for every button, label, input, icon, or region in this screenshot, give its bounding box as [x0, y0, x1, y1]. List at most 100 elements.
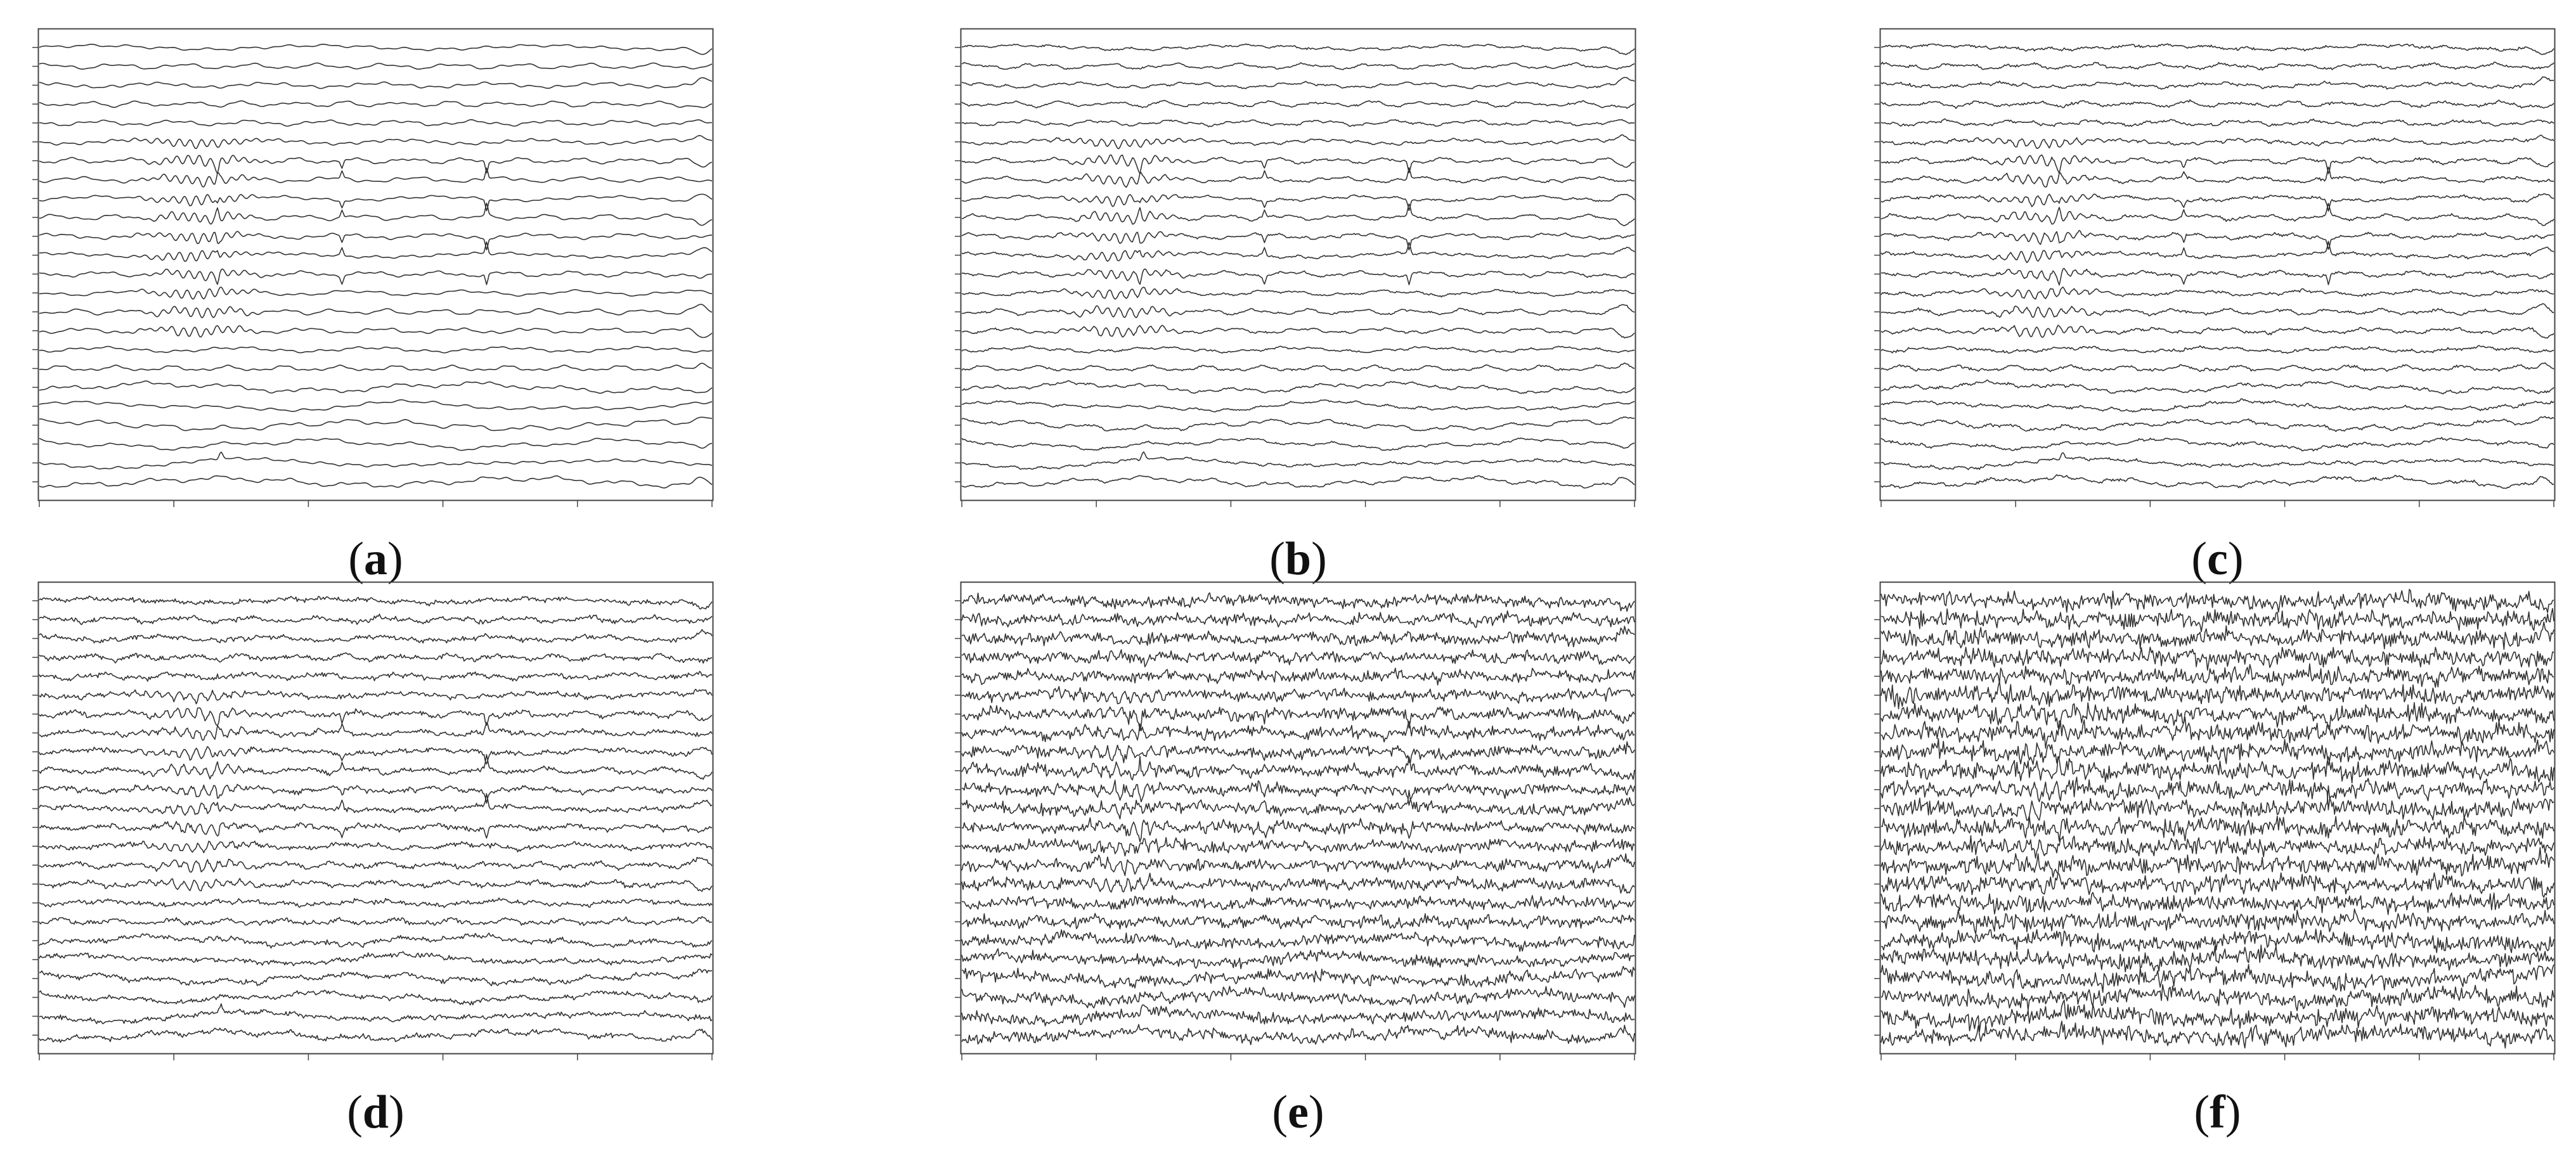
- eeg-channel-trace: [39, 100, 713, 108]
- eeg-channel-trace: [39, 135, 713, 150]
- eeg-channel-trace: [1880, 984, 2554, 1012]
- eeg-channel-trace: [1880, 203, 2554, 226]
- eeg-channel-trace: [1880, 362, 2554, 373]
- eeg-channel-trace: [961, 61, 1635, 70]
- eeg-channel-trace: [961, 686, 1635, 705]
- eeg-channel-trace: [961, 119, 1635, 127]
- eeg-channel-trace: [961, 780, 1635, 806]
- eeg-channel-trace: [1881, 929, 2554, 953]
- eeg-channel-trace: [1880, 118, 2554, 127]
- panel-caption-b: (b): [1269, 533, 1327, 585]
- eeg-channel-trace: [1880, 847, 2554, 878]
- plot-frame: [1879, 28, 2556, 501]
- eeg-channel-trace: [1880, 835, 2554, 859]
- eeg-plot-f: [1874, 581, 2556, 1060]
- eeg-channel-trace: [961, 756, 1635, 781]
- eeg-channel-trace: [1880, 756, 2554, 784]
- eeg-channel-trace: [39, 793, 713, 816]
- eeg-channel-trace: [961, 43, 1635, 55]
- panel-caption-e: (e): [1272, 1086, 1324, 1138]
- eeg-channel-trace: [961, 853, 1635, 877]
- eeg-channel-trace: [1880, 892, 2554, 915]
- eeg-channel-trace: [961, 790, 1635, 820]
- eeg-channel-trace: [39, 746, 713, 765]
- eeg-channel-trace: [39, 399, 713, 412]
- eeg-channel-trace: [39, 932, 713, 949]
- eeg-channel-trace: [39, 878, 713, 892]
- eeg-channel-trace: [1880, 345, 2554, 354]
- eeg-channel-trace: [1880, 908, 2554, 935]
- panel-caption-a: (a): [348, 533, 403, 585]
- eeg-channel-trace: [1880, 303, 2554, 318]
- eeg-channel-trace: [1880, 43, 2554, 55]
- eeg-plot-d: [32, 581, 714, 1060]
- eeg-channel-trace: [1880, 240, 2554, 264]
- eeg-channel-trace: [1880, 1000, 2554, 1032]
- eeg-channel-trace: [39, 1027, 713, 1043]
- eeg-channel-trace: [961, 268, 1635, 285]
- eeg-channel-trace: [961, 167, 1635, 188]
- eeg-channel-trace: [962, 325, 1635, 338]
- eeg-channel-trace: [39, 968, 713, 986]
- eeg-channel-trace: [1880, 154, 2554, 174]
- eeg-channel-trace: [961, 399, 1635, 413]
- eeg-channel-trace: [39, 119, 712, 127]
- eeg-channel-trace: [39, 325, 713, 338]
- eeg-channel-trace: [1880, 193, 2554, 212]
- eeg-channel-trace: [1880, 681, 2554, 710]
- panel-letter: d: [362, 1086, 389, 1138]
- eeg-channel-trace: [39, 707, 713, 726]
- eeg-channel-trace: [39, 363, 713, 371]
- eeg-channel-trace: [39, 652, 713, 664]
- eeg-channel-trace: [961, 649, 1635, 667]
- panel-caption-f: (f): [2194, 1086, 2241, 1138]
- eeg-channel-trace: [39, 821, 713, 839]
- eeg-channel-trace: [39, 268, 713, 285]
- eeg-channel-trace: [39, 62, 713, 70]
- eeg-channel-trace: [1880, 267, 2554, 286]
- eeg-channel-trace: [961, 872, 1635, 894]
- eeg-channel-trace: [39, 897, 713, 908]
- eeg-channel-trace: [961, 475, 1635, 489]
- eeg-channel-trace: [39, 437, 713, 451]
- eeg-channel-trace: [961, 437, 1635, 451]
- eeg-channel-trace: [961, 1024, 1635, 1045]
- eeg-channel-trace: [39, 304, 713, 318]
- eeg-channel-trace: [961, 345, 1635, 354]
- eeg-channel-trace: [39, 916, 712, 927]
- eeg-channel-trace: [961, 741, 1635, 764]
- eeg-channel-trace: [1880, 379, 2554, 395]
- eeg-channel-trace: [1880, 76, 2554, 90]
- eeg-channel-trace: [961, 929, 1635, 952]
- eeg-channel-trace: [1880, 452, 2554, 470]
- eeg-plot-e: [955, 581, 1636, 1060]
- eeg-channel-trace: [39, 595, 713, 610]
- eeg-channel-trace: [1880, 785, 2554, 821]
- eeg-channel-trace: [39, 688, 713, 705]
- eeg-channel-trace: [39, 202, 713, 226]
- eeg-panel-a: (a): [32, 28, 714, 585]
- eeg-channel-trace: [1880, 229, 2554, 250]
- eeg-channel-trace: [39, 989, 713, 1006]
- eeg-channel-trace: [961, 705, 1635, 731]
- eeg-channel-trace: [1880, 1020, 2554, 1049]
- eeg-channel-trace: [961, 451, 1635, 470]
- eeg-channel-trace: [39, 857, 713, 873]
- eeg-channel-trace: [961, 1004, 1635, 1027]
- eeg-channel-trace: [961, 626, 1635, 648]
- eeg-channel-trace: [1880, 134, 2554, 149]
- eeg-plot-c: [1874, 28, 2556, 507]
- eeg-channel-trace: [961, 817, 1635, 842]
- eeg-channel-trace: [39, 380, 713, 394]
- eeg-plot-a: [32, 28, 714, 507]
- eeg-channel-trace: [39, 155, 713, 174]
- eeg-channel-trace: [1880, 61, 2554, 71]
- eeg-channel-trace: [1880, 663, 2554, 688]
- eeg-panel-e: (e): [955, 581, 1636, 1138]
- eeg-channel-trace: [39, 167, 713, 188]
- eeg-channel-trace: [961, 154, 1635, 175]
- eeg-channel-trace: [961, 416, 1635, 432]
- eeg-channel-trace: [1880, 437, 2554, 452]
- eeg-panel-c: (c): [1874, 28, 2556, 585]
- eeg-channel-trace: [1880, 608, 2554, 633]
